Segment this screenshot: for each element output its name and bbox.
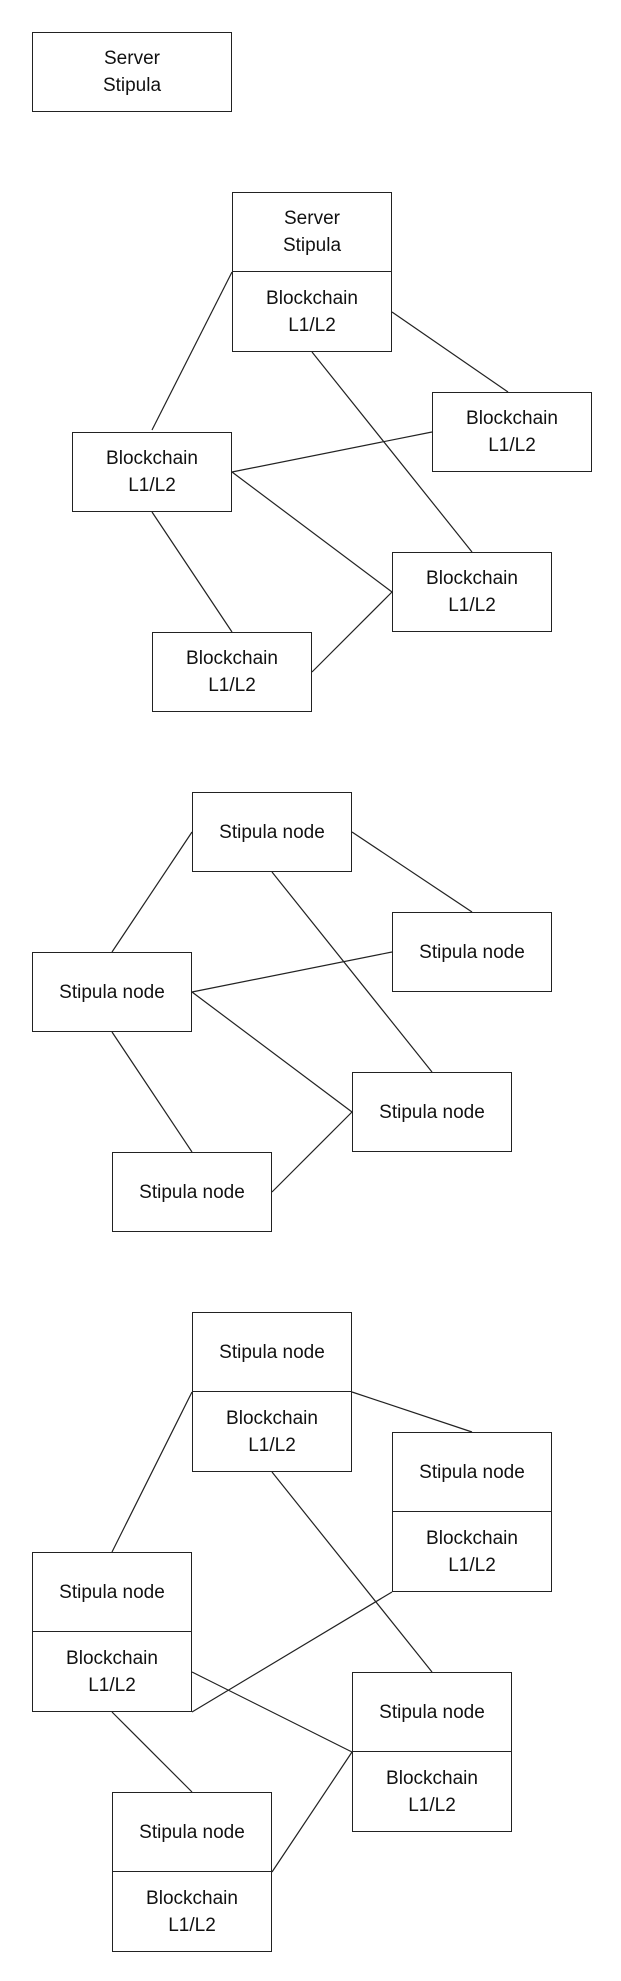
stipula-node-box: Stipula node: [112, 1792, 272, 1872]
edge: [151, 511, 233, 633]
edge: [151, 271, 233, 431]
edge: [191, 1671, 353, 1753]
edge: [191, 991, 353, 1113]
edge: [311, 351, 473, 553]
blockchain-box: Blockchain L1/L2: [392, 552, 552, 632]
edge: [111, 1711, 193, 1793]
blockchain-box: Blockchain L1/L2: [32, 1631, 192, 1712]
server-stipula-box: Server Stipula: [232, 192, 392, 272]
stipula-node-box: Stipula node: [192, 792, 352, 872]
stipula-node-box: Stipula node: [112, 1152, 272, 1232]
blockchain-box: Blockchain L1/L2: [112, 1871, 272, 1952]
blockchain-box: Blockchain L1/L2: [432, 392, 592, 472]
edge: [351, 831, 473, 913]
stipula-node-box: Stipula node: [32, 1552, 192, 1632]
edge: [391, 311, 509, 393]
stipula-node-box: Stipula node: [32, 952, 192, 1032]
edge: [191, 951, 393, 993]
stipula-node-box: Stipula node: [352, 1072, 512, 1152]
edge: [311, 591, 393, 673]
blockchain-box: Blockchain L1/L2: [152, 632, 312, 712]
edge: [271, 1751, 353, 1873]
blockchain-box: Blockchain L1/L2: [72, 432, 232, 512]
edge: [271, 1111, 353, 1193]
blockchain-box: Blockchain L1/L2: [392, 1511, 552, 1592]
edge: [231, 431, 433, 473]
stipula-node-box: Stipula node: [392, 1432, 552, 1512]
stipula-node-box: Stipula node: [392, 912, 552, 992]
edge: [271, 871, 433, 1073]
blockchain-box: Blockchain L1/L2: [192, 1391, 352, 1472]
edge: [271, 1471, 433, 1673]
stipula-node-box: Stipula node: [352, 1672, 512, 1752]
blockchain-box: Blockchain L1/L2: [232, 271, 392, 352]
edge: [191, 1591, 393, 1713]
edge: [111, 1031, 193, 1153]
server-stipula-box: Server Stipula: [32, 32, 232, 112]
edge: [231, 471, 393, 593]
edge: [111, 831, 193, 953]
blockchain-box: Blockchain L1/L2: [352, 1751, 512, 1832]
edge: [351, 1391, 473, 1433]
stipula-node-box: Stipula node: [192, 1312, 352, 1392]
edge: [111, 1391, 193, 1553]
